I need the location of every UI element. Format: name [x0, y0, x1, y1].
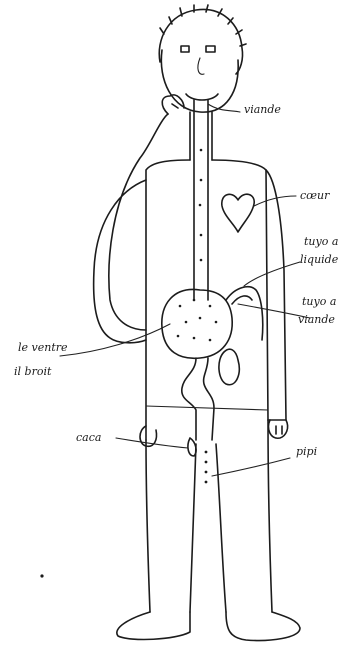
label-viande: viande: [244, 104, 281, 115]
intestine: [182, 358, 214, 440]
stomach-dots: [177, 299, 218, 342]
nose: [198, 58, 204, 74]
bladder: [219, 349, 239, 385]
feces: [188, 438, 196, 456]
label-ventre-1: le ventre: [18, 342, 68, 353]
legs: [146, 420, 272, 612]
label-ventre-2: il broit: [14, 366, 51, 377]
waist-line: [146, 406, 268, 410]
label-tuyo-liquide-1: tuyo a: [304, 236, 338, 247]
right-hand: [268, 420, 287, 438]
right-eye: [206, 46, 215, 52]
hair: [159, 5, 246, 74]
label-pipi: pipi: [296, 446, 317, 457]
esophagus-dots: [199, 149, 203, 262]
stomach: [162, 289, 232, 358]
urine-drops: [205, 451, 208, 484]
label-tuyo-liquide-2: liquide: [300, 254, 338, 265]
stray-mark: [40, 574, 43, 577]
label-tuyo-viande-1: tuyo a: [302, 296, 336, 307]
leader-coeur: [254, 196, 296, 206]
label-coeur: cœur: [300, 190, 329, 201]
right-arm: [266, 170, 286, 420]
label-caca: caca: [76, 432, 101, 443]
mouth: [186, 94, 218, 100]
leader-liquide: [244, 262, 300, 286]
torso: [146, 160, 268, 440]
heart: [222, 194, 254, 232]
label-tuyo-viande-2: viande: [298, 314, 335, 325]
left-eye: [181, 46, 189, 52]
leader-caca: [116, 438, 188, 448]
esophagus: [194, 100, 208, 300]
feet: [117, 612, 300, 641]
left-arm: [94, 114, 168, 343]
leader-pipi: [212, 458, 290, 476]
